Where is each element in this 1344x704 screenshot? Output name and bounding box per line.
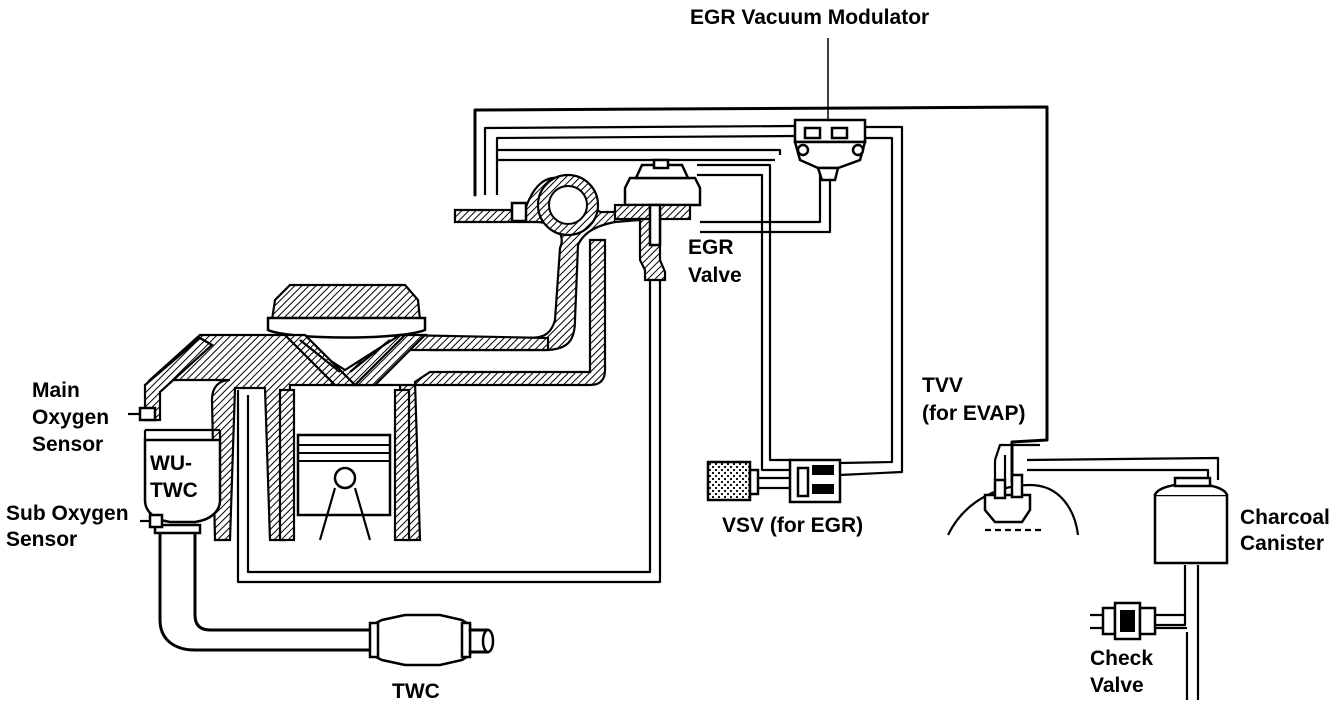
- egr-valve-label-line2: Valve: [688, 264, 742, 287]
- tvv-evap: [947, 443, 1080, 536]
- sub-o2-label-line2: Sensor: [6, 528, 77, 551]
- egr-valve: [613, 158, 702, 282]
- check-valve-label-line1: Check: [1090, 647, 1153, 670]
- vsv-egr: [706, 458, 842, 504]
- intake-manifold: [378, 173, 642, 352]
- egr-valve-label-line1: EGR: [688, 236, 734, 259]
- charcoal-canister: [1153, 476, 1229, 565]
- check-valve: [1090, 601, 1187, 641]
- engine-cylinder: [147, 238, 607, 542]
- canister-label-line2: Canister: [1240, 532, 1324, 555]
- check-valve-label-line2: Valve: [1090, 674, 1144, 697]
- sub-o2-label-line1: Sub Oxygen: [6, 502, 129, 525]
- twc-label: TWC: [392, 680, 440, 703]
- canister-label-line1: Charcoal: [1240, 506, 1330, 529]
- tvv-label-line1: TVV: [922, 374, 963, 397]
- labels: EGR Vacuum Modulator EGR Valve Main Oxyg…: [6, 6, 1330, 703]
- egr-vacuum-modulator: [793, 38, 867, 182]
- egr-vacuum-modulator-label: EGR Vacuum Modulator: [690, 6, 929, 29]
- air-cleaner: [266, 283, 427, 339]
- vsv-label: VSV (for EGR): [722, 514, 863, 537]
- main-o2-label-line2: Oxygen: [32, 406, 109, 429]
- wu-twc-label-line2: TWC: [150, 479, 198, 502]
- main-o2-label-line3: Sensor: [32, 433, 103, 456]
- wu-twc-label-line1: WU-: [150, 452, 192, 475]
- main-o2-label-line1: Main: [32, 379, 80, 402]
- tvv-label-line2: (for EVAP): [922, 402, 1025, 425]
- exhaust-pipe: [128, 336, 495, 667]
- vacuum-hoses: [236, 95, 1220, 700]
